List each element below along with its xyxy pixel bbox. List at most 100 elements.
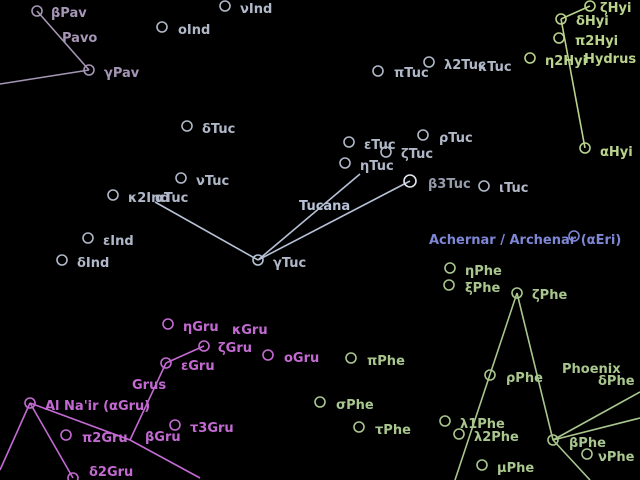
star-marker-o-gru[interactable] xyxy=(262,349,274,361)
star-marker-tau3-gru[interactable] xyxy=(169,419,181,431)
star-label-delta-phe: δPhe xyxy=(598,374,635,389)
star-marker-delta-ind[interactable] xyxy=(56,254,68,266)
constellation-label-hydrus: Hydrus xyxy=(584,52,636,67)
star-label-lambda2-tuc: λ2Tuc xyxy=(444,58,486,73)
star-marker-achernar[interactable] xyxy=(568,230,580,242)
star-label-epsilon-gru: εGru xyxy=(181,359,215,374)
star-label-alnair: Al Na'ir (αGru) xyxy=(45,399,150,414)
grus-lines xyxy=(0,345,205,479)
star-marker-zeta-phe[interactable] xyxy=(511,287,523,299)
star-label-nu-phe: νPhe xyxy=(598,450,635,465)
star-marker-pi-phe[interactable] xyxy=(345,352,357,364)
star-marker-eta-phe[interactable] xyxy=(444,262,456,274)
star-label-eta2-hyi: η2Hyi xyxy=(545,54,587,69)
star-label-eta-tuc: ηTuc xyxy=(360,159,394,174)
star-label-beta3-tuc: β3Tuc xyxy=(428,177,471,192)
star-marker-delta2-gru[interactable] xyxy=(67,472,79,480)
star-label-pi-phe: πPhe xyxy=(367,354,405,369)
star-marker-beta-phe[interactable] xyxy=(547,434,559,446)
star-label-zeta-tuc: ζTuc xyxy=(401,147,433,162)
star-label-zeta-phe: ζPhe xyxy=(532,288,567,303)
star-label-delta-ind: δInd xyxy=(77,256,109,271)
star-label-delta2-gru: δ2Gru xyxy=(89,465,133,480)
star-marker-sigma-phe[interactable] xyxy=(314,396,326,408)
constellation-label-pavo: Pavo xyxy=(62,31,97,46)
star-label-zeta-hyi: ζHyi xyxy=(600,1,632,16)
star-label-gamma-pav: γPav xyxy=(104,66,140,81)
star-label-beta-phe: βPhe xyxy=(569,436,606,451)
star-label-zeta-gru: ζGru xyxy=(218,341,252,356)
star-marker-pi2-gru[interactable] xyxy=(60,429,72,441)
star-label-alpha-tuc: αTuc xyxy=(155,191,188,206)
star-label-achernar: Achernar / Archenar (αEri) xyxy=(429,233,621,248)
star-marker-pi-tuc[interactable] xyxy=(372,65,384,77)
phoenix-lines xyxy=(454,292,640,480)
star-label-beta-gru: βGru xyxy=(145,430,181,445)
star-marker-xi-phe[interactable] xyxy=(443,279,455,291)
star-marker-kappa2-ind[interactable] xyxy=(107,189,119,201)
star-marker-nu-ind[interactable] xyxy=(219,0,231,12)
star-label-gamma-tuc: γTuc xyxy=(273,256,306,271)
star-label-iota-tuc: ιTuc xyxy=(499,181,528,196)
star-marker-zeta-hyi[interactable] xyxy=(584,0,596,12)
star-marker-gamma-pav[interactable] xyxy=(83,64,95,76)
star-marker-beta3-tuc[interactable] xyxy=(403,174,417,188)
star-label-rho-tuc: ρTuc xyxy=(439,131,473,146)
star-label-eta-gru: ηGru xyxy=(183,320,219,335)
star-label-o-ind: oInd xyxy=(178,23,210,38)
pavo-lines xyxy=(0,10,90,85)
star-label-alpha-hyi: αHyi xyxy=(600,145,633,160)
star-label-kappa-tuc: κTuc xyxy=(478,60,512,75)
star-label-lambda2-phe: λ2Phe xyxy=(474,430,519,445)
star-marker-lambda2-phe[interactable] xyxy=(453,428,465,440)
star-label-nu-tuc: νTuc xyxy=(196,174,229,189)
star-marker-eta2-hyi[interactable] xyxy=(524,52,536,64)
tucana-lines xyxy=(154,173,411,261)
star-marker-beta-pav[interactable] xyxy=(31,5,43,17)
star-marker-eta-gru[interactable] xyxy=(162,318,174,330)
star-label-nu-ind: νInd xyxy=(240,2,272,17)
star-marker-delta-hyi[interactable] xyxy=(555,13,567,25)
star-marker-epsilon-gru[interactable] xyxy=(160,357,172,369)
star-marker-pi2-hyi[interactable] xyxy=(553,32,565,44)
star-marker-lambda1-phe[interactable] xyxy=(439,415,451,427)
star-label-o-gru: oGru xyxy=(284,351,319,366)
star-marker-alnair[interactable] xyxy=(24,397,36,409)
star-label-sigma-phe: σPhe xyxy=(336,398,374,413)
star-label-pi2-hyi: π2Hyi xyxy=(575,34,618,49)
star-label-delta-hyi: δHyi xyxy=(576,14,609,29)
star-marker-mu-phe[interactable] xyxy=(476,459,488,471)
constellation-label-grus: Grus xyxy=(132,378,166,393)
star-label-pi-tuc: πTuc xyxy=(394,66,429,81)
star-label-epsilon-tuc: εTuc xyxy=(364,138,396,153)
star-label-eta-phe: ηPhe xyxy=(465,264,502,279)
star-marker-nu-phe[interactable] xyxy=(581,448,593,460)
star-marker-epsilon-tuc[interactable] xyxy=(343,136,355,148)
star-label-kappa2-ind: κ2Ind xyxy=(128,191,170,206)
star-marker-gamma-tuc[interactable] xyxy=(252,254,264,266)
star-label-lambda1-phe: λ1Phe xyxy=(460,417,505,432)
star-marker-delta-tuc[interactable] xyxy=(181,120,193,132)
star-marker-eta-tuc[interactable] xyxy=(339,157,351,169)
constellation-label-tucana: Tucana xyxy=(299,199,350,214)
star-marker-epsilon-ind[interactable] xyxy=(82,232,94,244)
star-marker-lambda2-tuc[interactable] xyxy=(423,56,435,68)
star-marker-zeta-gru[interactable] xyxy=(198,340,210,352)
star-marker-rho-tuc[interactable] xyxy=(417,129,429,141)
star-marker-iota-tuc[interactable] xyxy=(478,180,490,192)
star-label-beta-pav: βPav xyxy=(51,6,87,21)
star-label-rho-phe: ρPhe xyxy=(506,371,543,386)
star-marker-nu-tuc[interactable] xyxy=(175,172,187,184)
star-label-tau3-gru: τ3Gru xyxy=(190,421,234,436)
constellation-label-phoenix: Phoenix xyxy=(562,362,621,377)
star-marker-alpha-hyi[interactable] xyxy=(579,142,591,154)
star-label-pi2-gru: π2Gru xyxy=(82,431,128,446)
star-marker-tau-phe[interactable] xyxy=(353,421,365,433)
star-marker-zeta-tuc[interactable] xyxy=(380,146,392,158)
star-label-delta-tuc: δTuc xyxy=(202,122,235,137)
star-label-tau-phe: τPhe xyxy=(375,423,411,438)
star-marker-rho-phe[interactable] xyxy=(484,369,496,381)
star-label-xi-phe: ξPhe xyxy=(465,281,500,296)
star-marker-o-ind[interactable] xyxy=(156,21,168,33)
